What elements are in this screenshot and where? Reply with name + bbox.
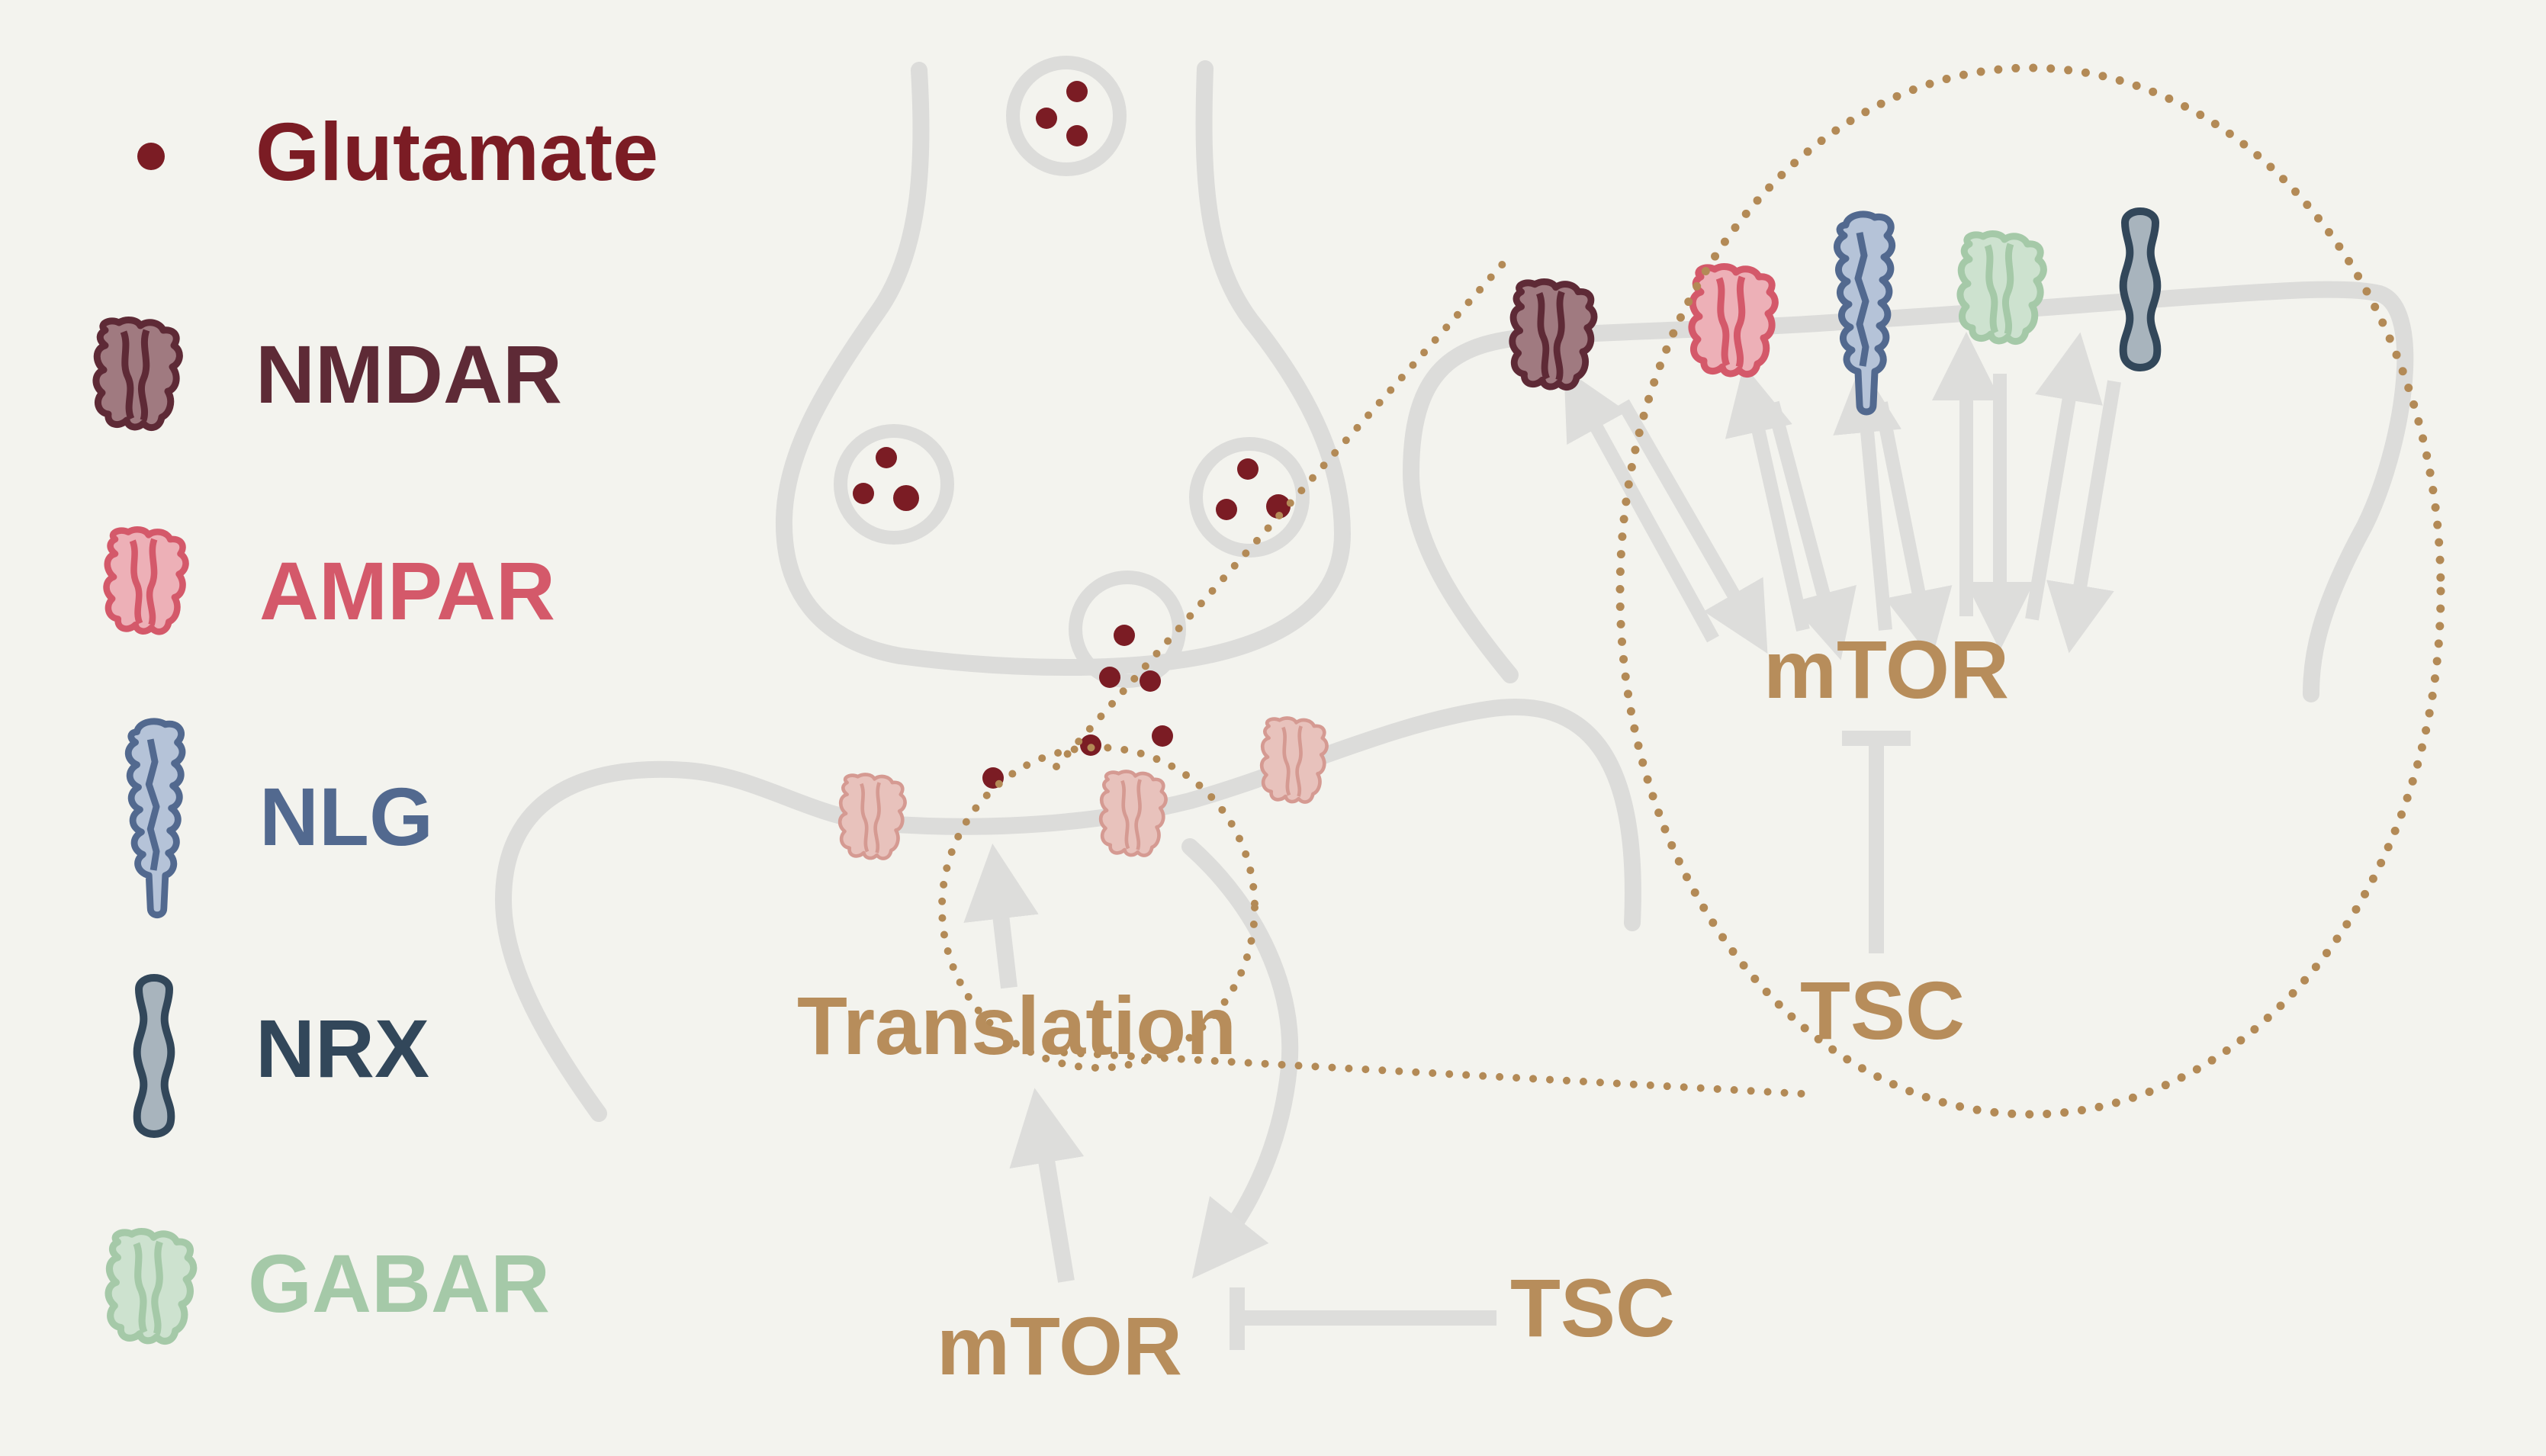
zoomed-synapse-panel: [1402, 211, 2414, 953]
nrx-icon: [137, 978, 172, 1134]
glutamate-label: Glutamate: [256, 105, 658, 198]
released-glutamate: [982, 625, 1173, 789]
synaptic-vesicles: [834, 56, 1310, 789]
zoom-circle: [1615, 63, 2445, 1119]
translation-pathway-arrows: [963, 843, 1085, 1283]
tsc-inhibits-mtor-bottom: [1230, 1287, 1496, 1350]
synapse-highlight-circle: [938, 744, 1259, 1072]
tsc-label-zoom: TSC: [1800, 964, 1965, 1056]
mtor-label-bottom: mTOR: [937, 1300, 1182, 1392]
pathway-labels: Translation mTOR TSC mTOR TSC: [797, 623, 2009, 1392]
zoom-connectors: [1053, 252, 1819, 1098]
zoom-gabar-icon: [1960, 234, 2043, 342]
nrx-label: NRX: [256, 1002, 429, 1094]
zoom-nlg-icon: [1837, 214, 1892, 412]
nlg-icon: [128, 722, 182, 915]
receptor-signaling-arrows: [1564, 332, 2121, 661]
zoom-nrx-icon: [2123, 211, 2158, 368]
glutamate-dot-icon: [137, 143, 165, 170]
zoom-ampar-icon: [1692, 267, 1775, 374]
gabar-icon: [108, 1232, 194, 1342]
mtor-label-zoom: mTOR: [1763, 623, 2009, 715]
postsynaptic-dendrite: [494, 699, 1641, 1279]
translation-label: Translation: [797, 979, 1236, 1072]
tsc-inhibits-mtor-zoom: [1842, 731, 1911, 953]
legend: Glutamate NMDAR AMPAR NLG NRX GABAR: [96, 105, 658, 1341]
tsc-label-bottom: TSC: [1510, 1262, 1675, 1354]
gabar-label: GABAR: [248, 1237, 550, 1329]
nmdar-label: NMDAR: [256, 328, 562, 420]
ampar-label: AMPAR: [259, 545, 555, 637]
ampar-icon: [107, 529, 186, 632]
nlg-label: NLG: [259, 770, 433, 863]
presynaptic-terminal: [775, 60, 1352, 676]
nmdar-icon: [96, 320, 179, 428]
zoom-nmdar-icon: [1512, 281, 1594, 387]
